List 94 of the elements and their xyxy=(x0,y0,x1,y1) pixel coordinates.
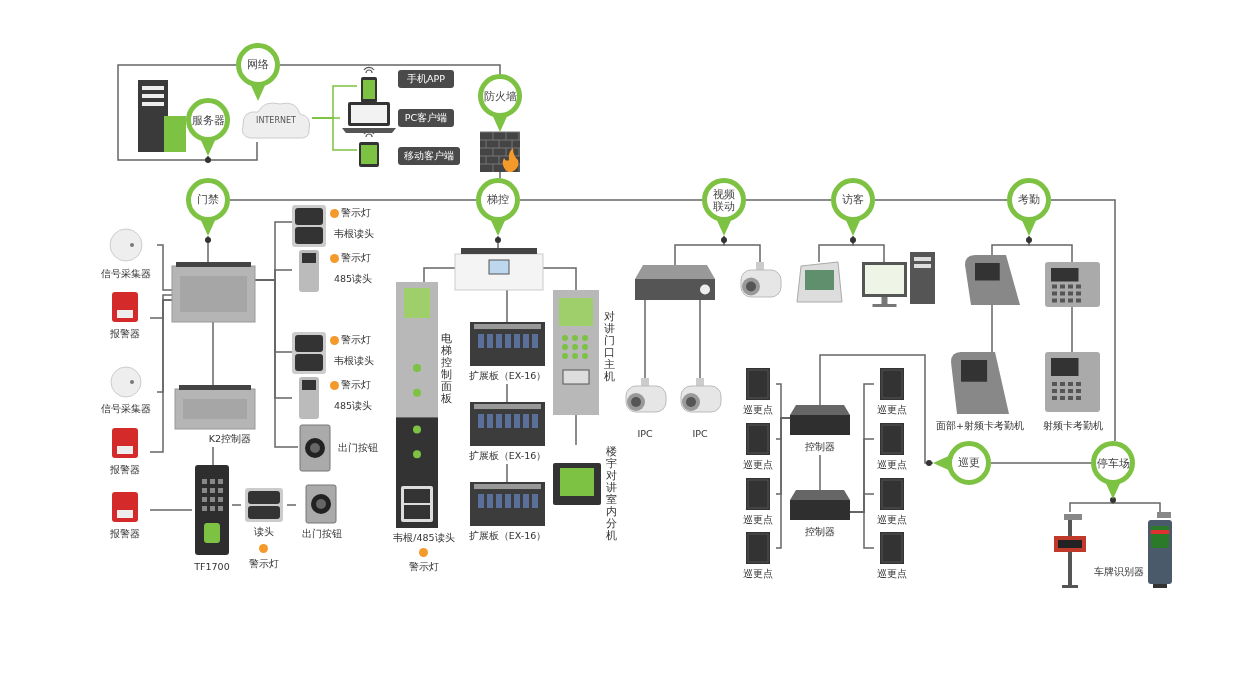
device-label: 扩展板（EX-16） xyxy=(467,450,548,462)
connector-line xyxy=(874,199,1008,201)
connector-line xyxy=(644,299,646,379)
connector-line xyxy=(519,199,703,201)
device-label: 车牌识别器 xyxy=(1093,566,1145,578)
connector-line xyxy=(279,64,501,75)
connector-line xyxy=(212,321,214,386)
device-label: 警示灯 xyxy=(341,207,372,219)
device-label: 射频卡考勤机 xyxy=(1041,420,1104,432)
connector-line xyxy=(852,235,885,263)
device-label: 巡更点 xyxy=(876,404,908,416)
device-label: 巡更点 xyxy=(742,514,774,526)
device-label: 巡更点 xyxy=(876,568,908,580)
pin-label: 门禁 xyxy=(196,194,220,206)
connector-line xyxy=(991,304,993,353)
connector-line xyxy=(156,244,173,291)
pin-label: 梯控 xyxy=(486,194,510,206)
device-label: 控制器 xyxy=(804,526,836,538)
device-label: 485读头 xyxy=(334,273,374,285)
device-label: 出门按钮 xyxy=(338,442,379,454)
device-label: 巡更点 xyxy=(876,459,908,471)
device-label: 警示灯 xyxy=(341,379,372,391)
device-label: 巡更点 xyxy=(742,459,774,471)
connector-line xyxy=(207,141,258,161)
device-label: 警示灯 xyxy=(341,252,372,264)
connector-line xyxy=(819,454,821,491)
connector-line xyxy=(506,383,508,403)
device-label: 对讲门口主机 xyxy=(603,310,615,382)
connector-line xyxy=(311,117,358,151)
connector-line xyxy=(149,299,173,453)
connector-line xyxy=(1050,199,1116,442)
connector-line xyxy=(990,462,1092,464)
device-label: 报警器 xyxy=(109,464,141,476)
device-label: 控制器 xyxy=(804,441,836,453)
pin-label: 服务器 xyxy=(190,114,226,126)
connector-line xyxy=(149,509,193,511)
device-label: 报警器 xyxy=(109,528,141,540)
device-label: 巡更点 xyxy=(876,514,908,526)
connector-line xyxy=(499,171,501,179)
connector-line xyxy=(849,511,875,549)
client-tag: PC客户端 xyxy=(398,109,454,127)
connector-line xyxy=(506,463,508,483)
device-label: 电梯控制面板 xyxy=(440,332,452,404)
device-label: 警示灯 xyxy=(341,334,372,346)
device-label: 楼宇对讲室内分机 xyxy=(605,445,617,541)
connector-line xyxy=(423,267,456,283)
pin-label: 巡更 xyxy=(957,457,981,469)
connector-line xyxy=(231,504,242,506)
device-label: IPC xyxy=(636,428,654,440)
connector-line xyxy=(775,417,791,549)
pin-label: 访客 xyxy=(841,194,865,206)
connector-line xyxy=(254,279,299,448)
client-tag: 手机APP xyxy=(398,70,454,88)
device-label: 警示灯 xyxy=(248,558,280,570)
connector-line xyxy=(149,294,173,319)
connector-line xyxy=(286,504,297,506)
device-label: 巡更点 xyxy=(742,404,774,416)
device-label: 信号采集器 xyxy=(100,403,152,415)
pin-label: 防火墙 xyxy=(482,90,518,102)
device-label: 扩展板（EX-16） xyxy=(467,370,548,382)
connector-line xyxy=(699,299,701,379)
connector-line xyxy=(117,64,237,161)
device-label: K2控制器 xyxy=(207,433,253,445)
connector-line xyxy=(819,354,934,464)
pin-label: 网络 xyxy=(246,59,270,71)
device-label: 韦根读头 xyxy=(334,355,375,367)
connector-line xyxy=(723,235,761,263)
pin-label: 考勤 xyxy=(1017,194,1041,206)
device-label: INTERNET xyxy=(255,115,297,127)
pin-label: 停车场 xyxy=(1095,457,1131,469)
device-label: 读头 xyxy=(253,526,275,538)
pin-label: 视频联动 xyxy=(712,188,736,212)
device-label: 报警器 xyxy=(109,328,141,340)
connector-line xyxy=(212,446,214,466)
device-label: 信号采集器 xyxy=(100,268,152,280)
device-label: 面部+射频卡考勤机 xyxy=(935,420,1025,432)
device-label: 485读头 xyxy=(334,400,374,412)
connector-line xyxy=(1071,306,1073,353)
connector-line xyxy=(229,199,477,201)
connector-line xyxy=(745,199,832,201)
connector-line xyxy=(1028,235,1073,263)
client-tag: 移动客户端 xyxy=(398,147,460,165)
device-label: 韦根读头 xyxy=(334,228,375,240)
device-label: TF1700 xyxy=(193,561,231,573)
device-label: 扩展板（EX-16） xyxy=(467,530,548,542)
connector-line xyxy=(542,267,577,291)
connector-line xyxy=(207,235,209,263)
device-label: 出门按钮 xyxy=(301,528,343,540)
device-label: 韦根/485读头 xyxy=(392,532,456,544)
device-label: 警示灯 xyxy=(408,561,440,573)
connector-line xyxy=(575,414,577,446)
connector-line xyxy=(506,289,508,323)
device-label: 巡更点 xyxy=(742,568,774,580)
device-label: IPC xyxy=(691,428,709,440)
